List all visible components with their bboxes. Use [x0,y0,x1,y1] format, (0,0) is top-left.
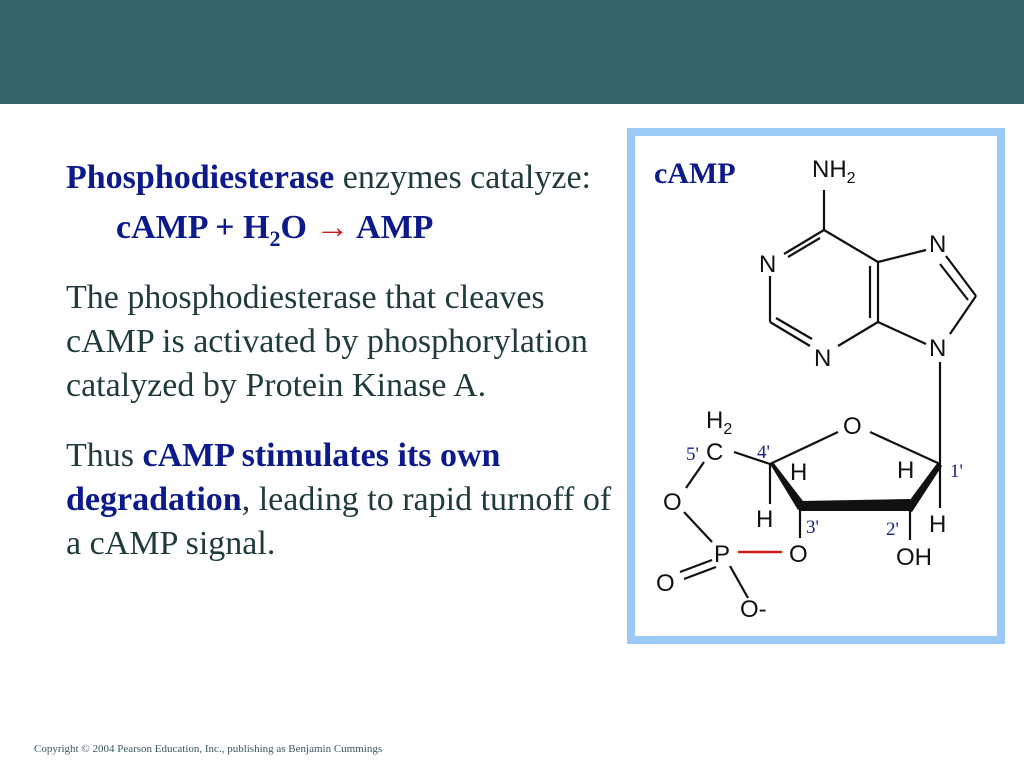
ring-n1-label: N [759,251,776,278]
position-2p-label: 2' [886,519,899,540]
bond-n7-c8 [945,255,977,297]
phosphorus-label: P [714,541,730,568]
conclusion-bold: cAMP stimulates its own degradation [66,437,501,518]
activation-paragraph: The phosphodiesterase that cleaves cAMP … [66,279,588,404]
bond-p-o-double-b [683,565,717,581]
reaction-equation: cAMP + H2O → AMP [66,206,626,250]
h2-label: H [929,511,946,538]
camp-structure-panel: cAMP NH2 N N N N O H2 C 5' 4' 3' 2' 1' H… [627,128,1005,644]
bond-c4p-c5p [733,450,771,466]
ring-n3-label: N [814,345,831,372]
reaction-arrow-icon: → [315,209,350,246]
h1-label: H [897,457,914,484]
o-double-label: O [656,570,675,597]
wedge-c4p-c3p [770,462,806,510]
bond-c6-n1-double [787,237,821,258]
position-3p-label: 3' [806,517,819,538]
header-bar [0,0,1024,104]
bond-o-p [683,511,713,543]
camp-structure-diagram: cAMP NH2 N N N N O H2 C 5' 4' 3' 2' 1' H… [654,156,977,623]
position-1p-label: 1' [950,461,963,482]
conclusion-paragraph: Thus cAMP stimulates its own degradation… [66,434,626,566]
slide-text: Phosphodiesterase enzymes catalyze: cAMP… [66,156,626,566]
ring-o-label: O [843,413,862,440]
bond-n3-c4 [837,321,879,347]
bond-c5p-o [685,461,705,489]
amine-label: NH2 [812,156,856,187]
oh-label: OH [896,544,932,571]
bond-lines [679,190,977,599]
bond-p-o-double-a [679,558,713,574]
bond-c5-n7 [877,248,927,264]
position-5p-label: 5' [686,444,699,465]
wedge-c3p-c2p [800,499,910,511]
c5-h2-label: H2 [706,407,732,438]
ring-n7-label: N [929,231,946,258]
bond-c5-c6 [823,229,879,263]
position-4p-label: 4' [757,442,770,463]
intro-rest: enzymes catalyze: [334,159,591,196]
o5-label: O [663,489,682,516]
o-minus-label: O- [740,596,767,623]
copyright-footer: Copyright © 2004 Pearson Education, Inc.… [34,743,383,755]
intro-bold: Phosphodiesterase [66,159,335,196]
bond-c8-n9 [949,295,977,335]
wedge-c2p-c1p [904,462,942,512]
conclusion-a: Thus [66,437,143,474]
h3-label: H [756,506,773,533]
reaction-left-a: cAMP + H [116,209,270,246]
h4-label: H [790,459,807,486]
bond-n7-c8-double [939,263,969,301]
intro-paragraph: Phosphodiesterase enzymes catalyze: [66,156,626,200]
bond-c6-n1 [783,229,825,255]
bond-n9-c4 [877,321,927,345]
bond-c2-n3 [769,321,811,347]
ring-n9-label: N [929,335,946,362]
wedge-bonds [770,462,942,512]
bond-p-ominus [729,565,749,599]
conclusion-b: , leading to rapid turnoff of a cAMP sig… [66,481,612,562]
bond-c2-n3-double [775,317,813,340]
reaction-right: AMP [349,209,434,246]
structure-title: cAMP [654,157,736,190]
c5-c-label: C [706,439,723,466]
reaction-subscript: 2 [269,225,281,251]
o3-label: O [789,541,808,568]
reaction-left-b: O [280,209,316,246]
bond-c1p-o [869,430,941,466]
bond-o-c4p [769,431,839,465]
